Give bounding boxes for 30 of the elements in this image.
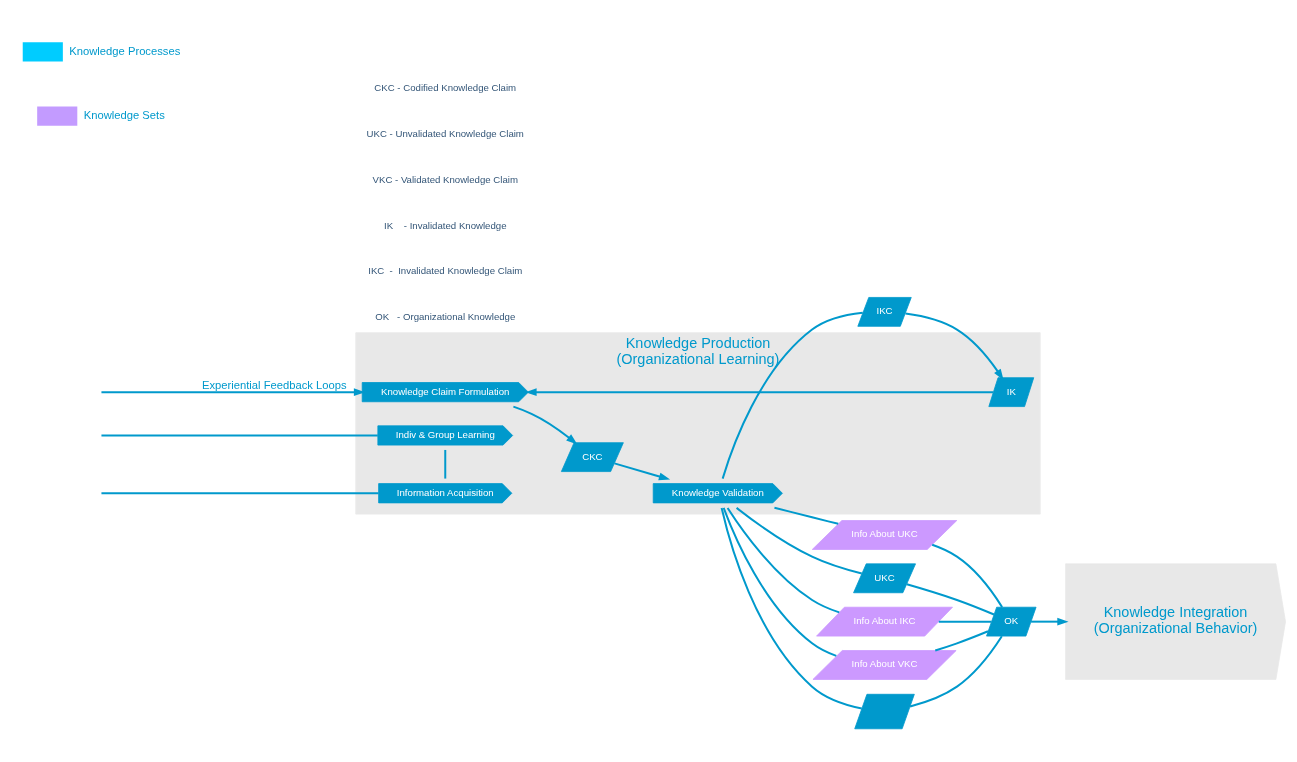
connector (735, 506, 863, 574)
connector (938, 620, 992, 623)
connector (931, 543, 1003, 608)
legend-label: Knowledge Processes (69, 44, 181, 57)
connector (101, 491, 379, 494)
label: CKC - Codified Knowledge Claim (374, 81, 517, 93)
connector (444, 449, 447, 479)
arrow (1031, 617, 1069, 626)
connector (934, 629, 989, 651)
edge-label: Experiential Feedback Loops (201, 378, 347, 391)
arrow (513, 405, 578, 444)
label: UKC - Unvalidated Knowledge Claim (366, 127, 524, 139)
connector (720, 507, 862, 709)
connector (721, 311, 863, 479)
label: IKC - Invalidated Knowledge Claim (368, 264, 523, 276)
arrow (614, 461, 671, 480)
label: VKC - Validated Knowledge Claim (372, 173, 518, 185)
connector (906, 582, 995, 615)
connector (726, 506, 840, 613)
node-parallelogram (854, 693, 915, 729)
arrow (905, 312, 1004, 380)
label: OK - Organizational Knowledge (375, 310, 516, 322)
connector (101, 433, 378, 436)
connector (722, 507, 837, 657)
legend-label: Knowledge Sets (83, 108, 165, 121)
connector (909, 635, 1003, 707)
connector (774, 506, 839, 525)
label: IK - Invalidated Knowledge (383, 219, 507, 230)
arrow (525, 387, 994, 396)
arrow (101, 387, 366, 396)
